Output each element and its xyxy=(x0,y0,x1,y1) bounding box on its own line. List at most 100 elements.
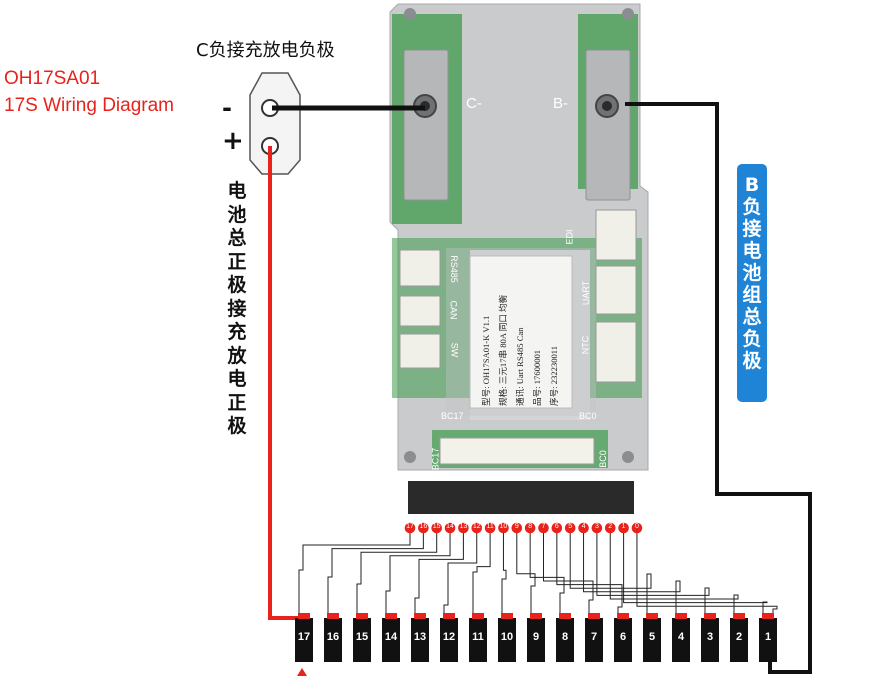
cell-positive-cap xyxy=(298,613,310,619)
battery-cell xyxy=(759,618,777,662)
cell-positive-cap xyxy=(559,613,571,619)
sense-tap-dot xyxy=(578,522,589,534)
sense-wire xyxy=(501,533,507,614)
cell-number: 13 xyxy=(413,631,427,643)
sense-wire xyxy=(529,533,565,614)
cell-positive-cap xyxy=(414,613,426,619)
sense-tap-number: 11 xyxy=(486,523,494,530)
sense-wire xyxy=(609,533,739,614)
cell-positive-cap xyxy=(646,613,658,619)
diagram-title-model: OH17SA01 xyxy=(4,68,101,89)
battery-cell xyxy=(440,618,458,662)
bc0-label: BC0 xyxy=(579,411,597,421)
cell-positive-cap xyxy=(588,613,600,619)
sense-wires xyxy=(298,533,778,614)
minus-sign: - xyxy=(222,94,232,122)
sense-wire xyxy=(543,533,594,614)
sense-wire xyxy=(414,533,464,614)
battery-cell xyxy=(469,618,487,662)
battery-cell xyxy=(643,618,661,662)
sense-tap-dot xyxy=(511,522,523,534)
cell-positive-cap xyxy=(617,613,629,619)
sense-tap-dot xyxy=(564,522,576,534)
cell-positive-cap xyxy=(762,613,774,619)
cell-positive-cap xyxy=(385,613,397,619)
sense-tap-dot xyxy=(618,522,629,534)
battery-cell xyxy=(730,618,748,662)
sense-wire xyxy=(298,533,411,614)
cell-number: 14 xyxy=(384,631,398,643)
sense-tap-number: 4 xyxy=(581,523,586,530)
sense-tap-dot xyxy=(604,522,616,534)
battery-cell xyxy=(295,618,313,662)
sense-tap-number: 13 xyxy=(459,523,468,530)
sense-tap-number: 1 xyxy=(621,523,626,530)
sense-wire xyxy=(583,533,681,614)
positive-wire xyxy=(268,146,305,620)
cell-number: 16 xyxy=(326,631,340,643)
cell-number: 6 xyxy=(619,631,627,643)
sense-tap-number: 8 xyxy=(528,523,533,530)
sense-tap-number: 3 xyxy=(594,523,599,530)
sense-tap-dot xyxy=(524,522,536,534)
sense-wire xyxy=(516,533,536,614)
positive-terminal-label: 电池总正极接充放电正极 xyxy=(227,180,247,437)
battery-cell xyxy=(614,618,632,662)
sense-tap-dot xyxy=(431,522,443,534)
sense-wire xyxy=(472,533,491,614)
sense-tap-number: 7 xyxy=(541,523,546,530)
cell-number: 7 xyxy=(590,631,598,643)
cell-positive-cap xyxy=(327,613,339,619)
sense-tap-dot xyxy=(484,522,496,534)
cell-number: 5 xyxy=(648,631,656,643)
sense-tap-number: 16 xyxy=(419,523,428,530)
cell-positive-cap xyxy=(472,613,484,619)
sense-wire xyxy=(443,533,478,614)
cell-number: 8 xyxy=(561,631,569,643)
bc17-label: BC17 xyxy=(441,411,464,421)
sense-tap-number: 15 xyxy=(432,523,441,530)
cell-number: 9 xyxy=(532,631,540,643)
b-negative-wire xyxy=(625,102,812,674)
cell-positive-cap xyxy=(356,613,368,619)
battery-cell xyxy=(411,618,429,662)
b-minus-label: B- xyxy=(553,95,568,112)
sense-tap-number: 2 xyxy=(608,523,613,530)
battery-cell xyxy=(353,618,371,662)
sense-wire xyxy=(356,533,438,614)
sense-tap-dot xyxy=(444,522,456,534)
b-negative-badge: B负接电池组总负极 xyxy=(737,164,767,402)
c-negative-label: C负接充放电负极 xyxy=(196,40,335,61)
sense-tap-number: 12 xyxy=(472,523,481,530)
sense-tap-dot xyxy=(458,522,469,534)
battery-cell xyxy=(382,618,400,662)
sense-tap-dot xyxy=(551,522,563,534)
battery-cell xyxy=(527,618,545,662)
battery-cell xyxy=(498,618,516,662)
sense-tap-number: 17 xyxy=(406,523,414,530)
cell-positive-cap xyxy=(733,613,745,619)
sense-tap-dot xyxy=(404,522,416,534)
battery-cells xyxy=(295,613,777,662)
sense-wire xyxy=(327,533,424,614)
sense-tap-number: 0 xyxy=(634,523,639,530)
battery-cell xyxy=(585,618,603,662)
c-minus-label: C- xyxy=(466,95,482,112)
cell-number: 4 xyxy=(677,631,685,643)
cell-number: 15 xyxy=(355,631,369,643)
battery-cell xyxy=(672,618,690,662)
sense-tap-number: 9 xyxy=(514,523,519,530)
sense-tap-dot xyxy=(591,522,603,534)
terminal-lug xyxy=(249,72,301,175)
cell-number: 1 xyxy=(764,631,772,643)
sense-taps xyxy=(404,522,643,534)
battery-cell xyxy=(324,618,342,662)
cell-positive-cap xyxy=(675,613,687,619)
cell-positive-cap xyxy=(530,613,542,619)
cell-positive-cap xyxy=(704,613,716,619)
sense-tap-dot xyxy=(471,522,483,534)
cell-number: 3 xyxy=(706,631,714,643)
sense-wire xyxy=(636,533,778,614)
